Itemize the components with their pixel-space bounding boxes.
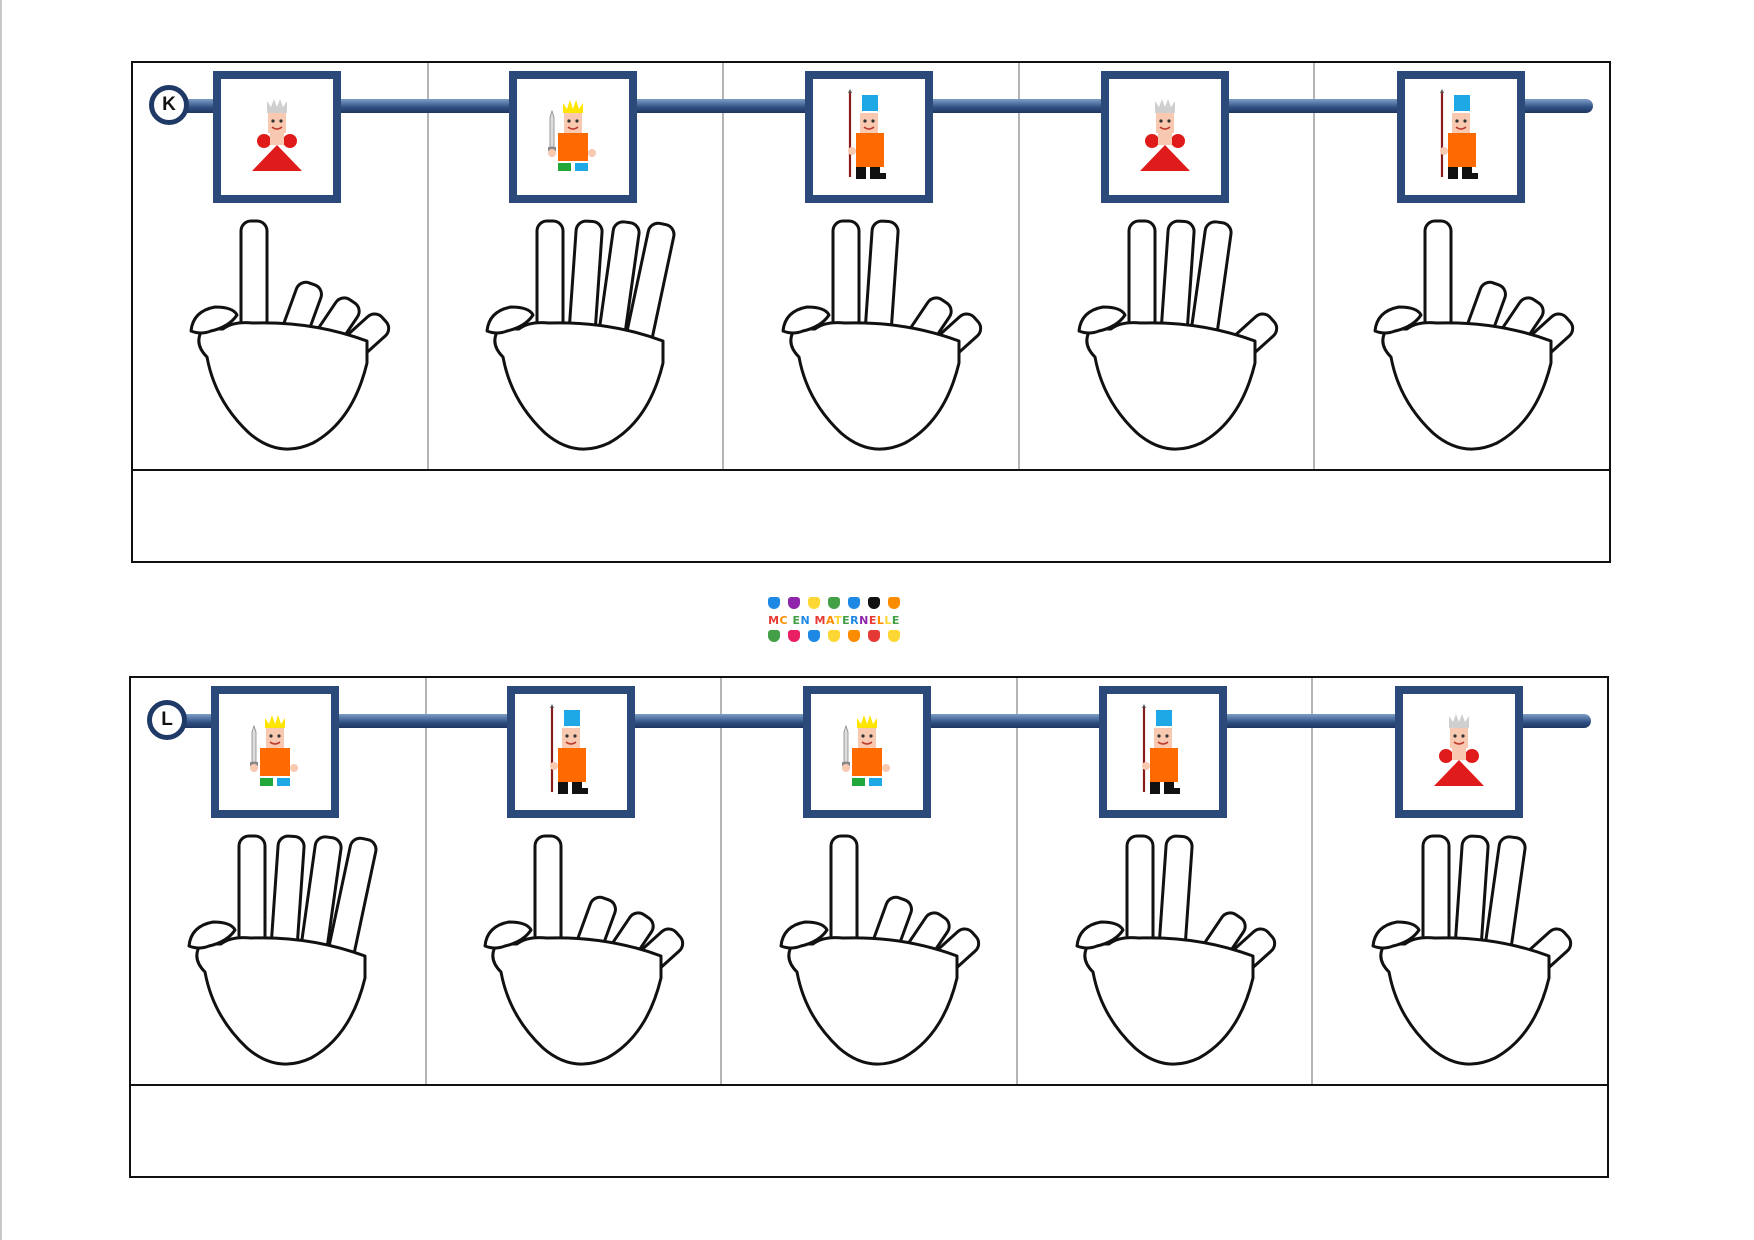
logo-hand-icon xyxy=(888,596,900,609)
hand-4-fingers-icon xyxy=(459,211,699,461)
column xyxy=(722,678,1018,1084)
logo-hand-icon xyxy=(848,629,860,642)
logo-hand-icon xyxy=(808,596,820,609)
soldier-icon xyxy=(513,692,629,812)
logo-hands-bottom xyxy=(768,629,900,644)
queen-icon xyxy=(1107,77,1223,197)
exercise-card-l: L xyxy=(129,676,1609,1178)
queen-picture-card xyxy=(1395,686,1523,818)
logo: MC EN MATERNELLE xyxy=(746,592,922,648)
king-picture-card xyxy=(211,686,339,818)
king-icon xyxy=(809,692,925,812)
column xyxy=(429,63,725,469)
king-icon xyxy=(217,692,333,812)
hand-2-fingers-icon xyxy=(1049,826,1289,1076)
king-icon xyxy=(515,77,631,197)
logo-hand-icon xyxy=(768,629,780,642)
hand-1-fingers-icon xyxy=(163,211,403,461)
exercise-card-k: K xyxy=(131,61,1611,563)
hand-2-fingers-icon xyxy=(755,211,995,461)
answer-write-area[interactable] xyxy=(133,469,1609,561)
columns xyxy=(131,678,1607,1084)
answer-write-area[interactable] xyxy=(131,1084,1607,1176)
king-picture-card xyxy=(509,71,637,203)
queen-icon xyxy=(1401,692,1517,812)
logo-hand-icon xyxy=(788,596,800,609)
logo-hand-icon xyxy=(868,596,880,609)
hand-1-fingers-icon xyxy=(457,826,697,1076)
logo-hand-icon xyxy=(848,596,860,609)
hand-1-fingers-icon xyxy=(1347,211,1587,461)
logo-text: MC EN MATERNELLE xyxy=(768,613,900,627)
logo-hands-top xyxy=(768,596,900,611)
hand-3-fingers-icon xyxy=(1051,211,1291,461)
logo-hand-icon xyxy=(828,596,840,609)
soldier-picture-card xyxy=(507,686,635,818)
column xyxy=(131,678,427,1084)
logo-hand-icon xyxy=(888,629,900,642)
soldier-icon xyxy=(1105,692,1221,812)
queen-icon xyxy=(219,77,335,197)
hand-3-fingers-icon xyxy=(1345,826,1585,1076)
soldier-picture-card xyxy=(1099,686,1227,818)
logo-hand-icon xyxy=(828,629,840,642)
soldier-picture-card xyxy=(805,71,933,203)
queen-picture-card xyxy=(213,71,341,203)
logo-hand-icon xyxy=(808,629,820,642)
queen-picture-card xyxy=(1101,71,1229,203)
column xyxy=(427,678,723,1084)
column xyxy=(133,63,429,469)
card-label-badge: K xyxy=(149,85,189,125)
card-label-badge: L xyxy=(147,700,187,740)
hand-4-fingers-icon xyxy=(161,826,401,1076)
soldier-icon xyxy=(811,77,927,197)
logo-hand-icon xyxy=(788,629,800,642)
logo-hand-icon xyxy=(868,629,880,642)
soldier-picture-card xyxy=(1397,71,1525,203)
columns xyxy=(133,63,1609,469)
column xyxy=(1020,63,1316,469)
logo-hand-icon xyxy=(768,596,780,609)
soldier-icon xyxy=(1403,77,1519,197)
column xyxy=(1018,678,1314,1084)
column xyxy=(724,63,1020,469)
king-picture-card xyxy=(803,686,931,818)
hand-1-fingers-icon xyxy=(753,826,993,1076)
page-edge xyxy=(0,0,2,1240)
